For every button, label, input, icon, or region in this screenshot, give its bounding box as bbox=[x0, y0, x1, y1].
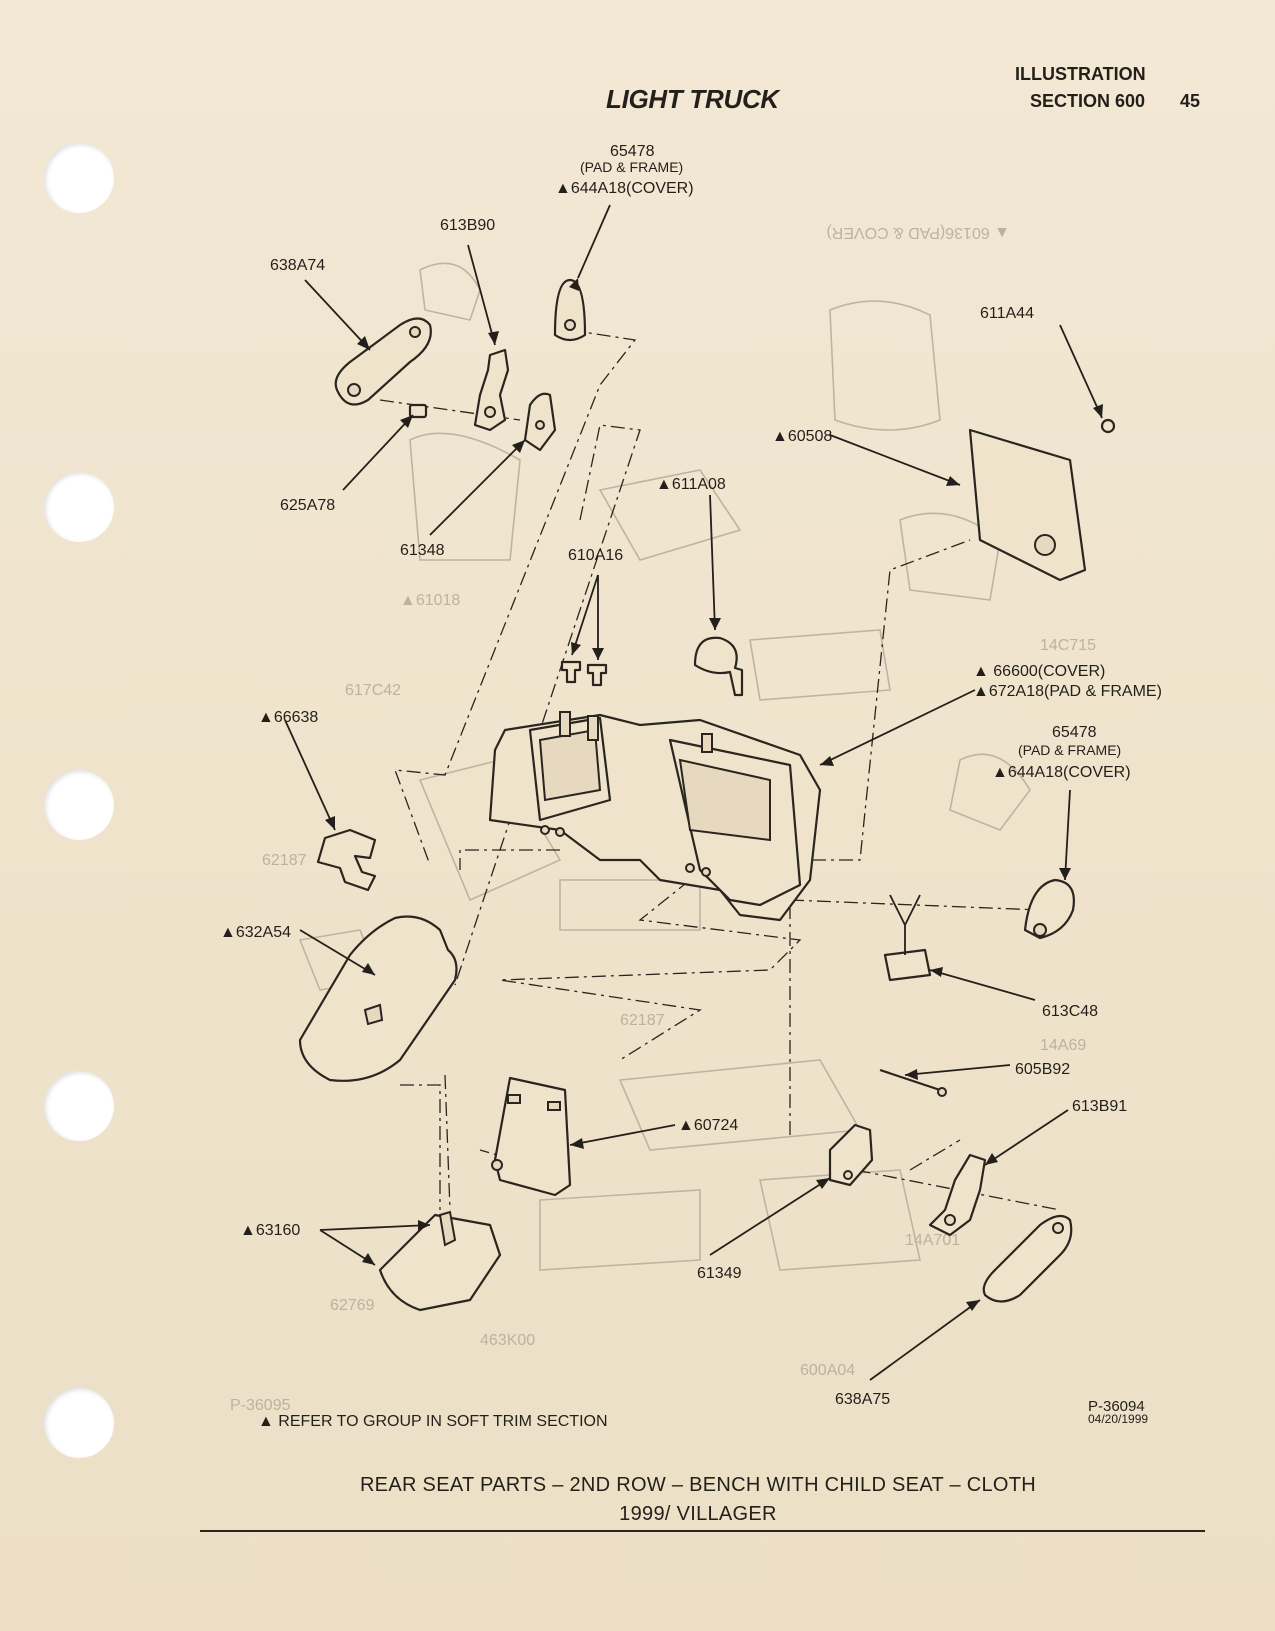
part-613b91-recliner bbox=[928, 1153, 987, 1237]
part-611a08-headrest-guide bbox=[693, 636, 744, 697]
callout-61349: 61349 bbox=[697, 1265, 742, 1282]
soft-trim-note: ▲ REFER TO GROUP IN SOFT TRIM SECTION bbox=[258, 1413, 608, 1430]
svg-text:14A701: 14A701 bbox=[905, 1232, 960, 1249]
callout-613c48: 613C48 bbox=[1042, 1003, 1098, 1020]
part-610a16-guides bbox=[560, 660, 608, 687]
part-60724-child-back-panel bbox=[491, 1076, 572, 1197]
part-632a54-child-cushion bbox=[298, 915, 458, 1082]
binder-hole bbox=[44, 143, 114, 213]
figure-date: 04/20/1999 bbox=[1088, 1412, 1149, 1426]
callout-60724: ▲60724 bbox=[678, 1117, 738, 1134]
binder-hole bbox=[44, 1071, 114, 1141]
part-638a75-trim-cover bbox=[982, 1214, 1073, 1303]
svg-text:14C715: 14C715 bbox=[1040, 637, 1096, 654]
footer-model: 1999/ VILLAGER bbox=[619, 1503, 777, 1525]
callout-625a78: 625A78 bbox=[280, 497, 335, 514]
part-611a44-screw bbox=[1100, 418, 1116, 434]
svg-text:14A69: 14A69 bbox=[1040, 1037, 1086, 1054]
part-61348-bracket bbox=[523, 392, 557, 452]
part-638a74-trim-cover bbox=[334, 317, 432, 406]
part-605b92-pin bbox=[879, 1068, 947, 1097]
section-label: SECTION 600 bbox=[1030, 91, 1146, 111]
footer-caption: REAR SEAT PARTS – 2ND ROW – BENCH WITH C… bbox=[359, 1474, 1037, 1496]
svg-text:617C42: 617C42 bbox=[345, 682, 401, 699]
callout-66600: ▲ 66600(COVER) bbox=[973, 663, 1105, 680]
callout-pad-frame-right: (PAD & FRAME) bbox=[1018, 742, 1121, 758]
callout-672a18: ▲672A18(PAD & FRAME) bbox=[973, 683, 1162, 700]
callout-labels: 65478 (PAD & FRAME) ▲644A18(COVER) 613B9… bbox=[220, 143, 1162, 1408]
figure-reference: P-36094 bbox=[1088, 1398, 1145, 1415]
callout-638a75: 638A75 bbox=[835, 1391, 890, 1408]
part-60508-seatback-cover bbox=[968, 428, 1087, 582]
svg-text:62187: 62187 bbox=[262, 852, 307, 869]
binder-hole bbox=[44, 770, 114, 840]
part-bench-seat-assembly bbox=[488, 711, 822, 922]
part-65478-headrest-right bbox=[1023, 878, 1075, 940]
callout-610a16: 610A16 bbox=[568, 547, 623, 564]
svg-text:463K00: 463K00 bbox=[480, 1332, 535, 1349]
callout-644a18-right: ▲644A18(COVER) bbox=[992, 764, 1131, 781]
callout-611a44: 611A44 bbox=[980, 305, 1034, 322]
callout-632a54: ▲632A54 bbox=[220, 924, 291, 941]
part-613c48-strap-block bbox=[883, 894, 932, 982]
callout-611a08: ▲611A08 bbox=[656, 476, 726, 493]
svg-text:62187: 62187 bbox=[620, 1012, 665, 1029]
page-title: LIGHT TRUCK bbox=[606, 84, 779, 114]
callout-pad-frame-top: (PAD & FRAME) bbox=[580, 159, 683, 175]
part-625a78-clip bbox=[408, 403, 428, 419]
svg-text:600A04: 600A04 bbox=[800, 1362, 855, 1379]
callout-613b90: 613B90 bbox=[440, 217, 495, 234]
callout-605b92: 605B92 bbox=[1015, 1061, 1070, 1078]
callout-644a18-top: ▲644A18(COVER) bbox=[555, 180, 694, 197]
bleed-through-ghost: ▲ 60136(PAD & COVER) ▲61018 617C42 62187… bbox=[230, 224, 1096, 1414]
callout-61348: 61348 bbox=[400, 542, 445, 559]
callout-63160: ▲63160 bbox=[240, 1222, 300, 1239]
part-65478-headrest-top bbox=[553, 278, 587, 342]
page-number: 45 bbox=[1180, 91, 1201, 111]
part-66638-latch bbox=[316, 828, 377, 892]
callout-66638: ▲66638 bbox=[258, 709, 318, 726]
binder-hole bbox=[44, 1388, 114, 1458]
svg-text:▲ 60136(PAD & COVER): ▲ 60136(PAD & COVER) bbox=[826, 224, 1010, 241]
part-63160-child-seat-base bbox=[378, 1210, 502, 1312]
part-61349-bracket bbox=[828, 1123, 874, 1187]
callout-60508: ▲60508 bbox=[772, 428, 832, 445]
callout-65478-right: 65478 bbox=[1052, 724, 1097, 741]
illustration-label: ILLUSTRATION bbox=[1015, 64, 1146, 84]
callout-613b91: 613B91 bbox=[1072, 1098, 1127, 1115]
callout-638a74: 638A74 bbox=[270, 257, 325, 274]
svg-text:62769: 62769 bbox=[330, 1297, 375, 1314]
svg-text:▲61018: ▲61018 bbox=[400, 592, 460, 609]
callout-65478-top: 65478 bbox=[610, 143, 655, 160]
part-613b90-recliner bbox=[473, 348, 510, 432]
footer-rule bbox=[200, 1530, 1205, 1532]
binder-hole bbox=[44, 472, 114, 542]
leader-arrowheads bbox=[325, 278, 1103, 1311]
leader-lines bbox=[284, 204, 1103, 1381]
svg-text:P-36095: P-36095 bbox=[230, 1397, 291, 1414]
